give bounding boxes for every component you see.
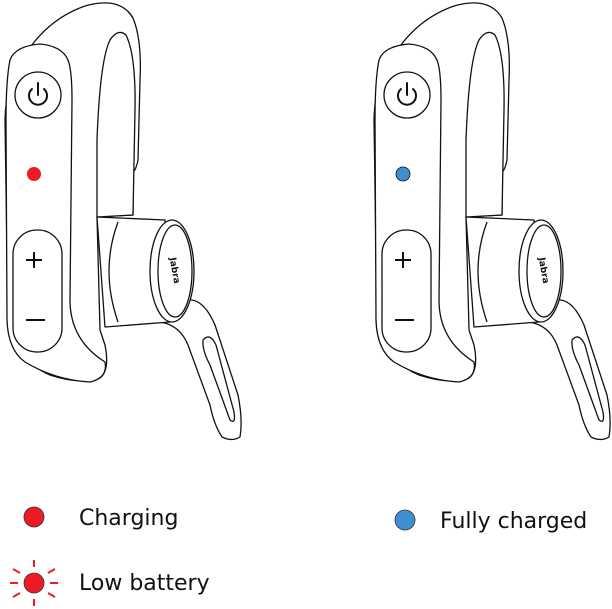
brand-logo: Jabra xyxy=(536,256,551,285)
headset-charging: Jabra xyxy=(4,1,243,441)
led-indicator-blue xyxy=(395,166,411,182)
fully-charged-dot-icon xyxy=(394,509,416,531)
legend-label-charging: Charging xyxy=(79,506,179,531)
legend-label-fully-charged: Fully charged xyxy=(440,509,588,534)
low-battery-flashing-icon xyxy=(10,560,58,606)
led-indicator-red xyxy=(27,167,41,181)
legend-label-low-battery: Low battery xyxy=(79,571,210,596)
brand-logo: Jabra xyxy=(167,256,182,285)
charging-dot-icon xyxy=(23,506,45,528)
headset-fully-charged: Jabra xyxy=(373,1,612,441)
